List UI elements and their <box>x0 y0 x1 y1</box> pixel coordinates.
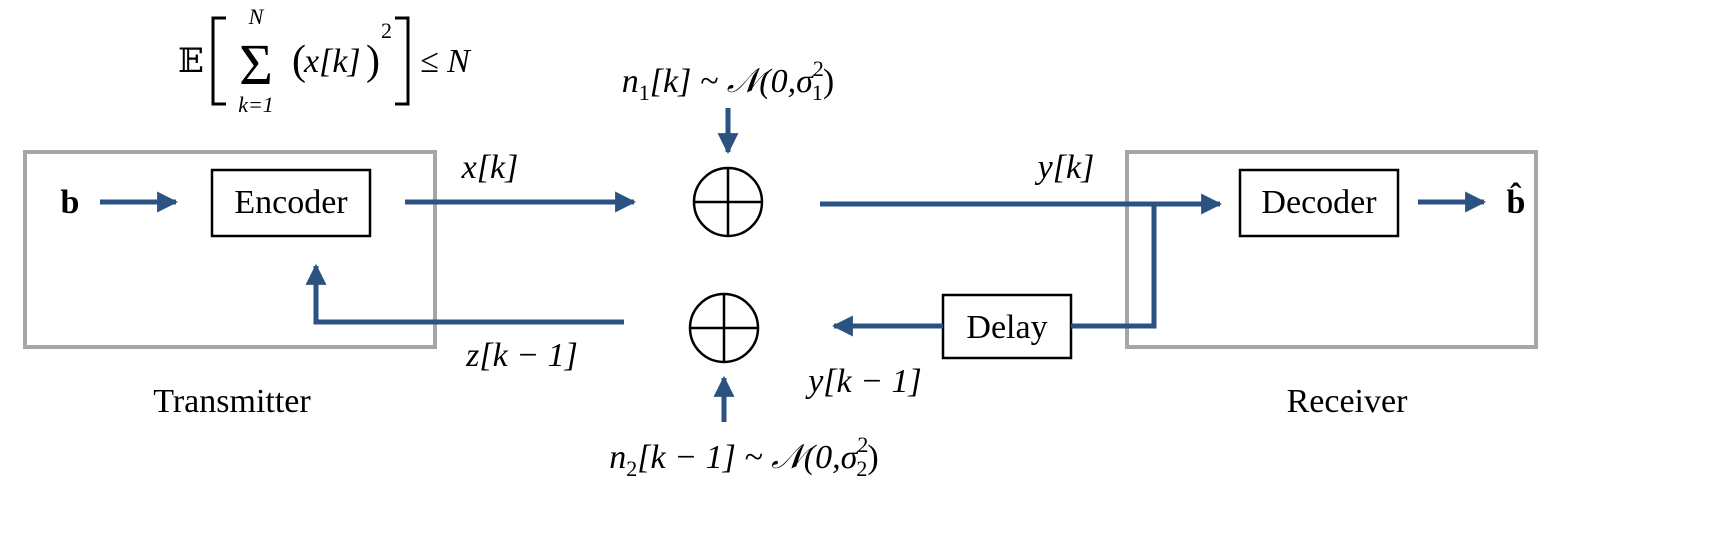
expectation-symbol: 𝔼 <box>178 43 204 80</box>
y-tap-wire <box>1071 204 1157 329</box>
constraint-relation: ≤ N <box>420 43 472 80</box>
summand-term: x[k] <box>303 43 361 80</box>
summand-exponent: 2 <box>381 18 392 43</box>
transmitter-frame <box>23 150 437 349</box>
receiver-frame <box>1125 150 1538 349</box>
z-signal-label: z[k − 1] <box>465 337 578 374</box>
receiver-label: Receiver <box>1287 383 1408 420</box>
output-signal-label: b̂ <box>1507 181 1526 221</box>
power-constraint: 𝔼 N Σ k=1 ( x[k] ) 2 ≤ N <box>178 4 472 117</box>
input-signal-label: b <box>61 184 80 221</box>
paren-close: ) <box>366 38 380 84</box>
sum-lower-limit: k=1 <box>238 92 274 117</box>
z-feedback-arrow <box>305 263 624 325</box>
transmitter-label: Transmitter <box>153 383 311 420</box>
paren-open: ( <box>292 38 306 84</box>
decoder-block <box>1238 168 1400 238</box>
sum-symbol: Σ <box>239 32 273 97</box>
x-signal-label: x[k] <box>461 149 519 186</box>
encoder-label: Encoder <box>234 184 348 221</box>
left-bracket <box>211 16 226 106</box>
right-bracket <box>395 16 410 106</box>
forward-adder <box>692 166 764 238</box>
sum-upper-limit: N <box>248 4 265 29</box>
y-delayed-label: y[k − 1] <box>805 363 922 400</box>
delay-block <box>941 293 1073 360</box>
feedback-adder <box>688 292 760 364</box>
delay-label: Delay <box>966 309 1047 346</box>
encoder-block <box>210 168 372 238</box>
decoder-label: Decoder <box>1261 184 1377 221</box>
y-signal-label: y[k] <box>1035 149 1095 186</box>
